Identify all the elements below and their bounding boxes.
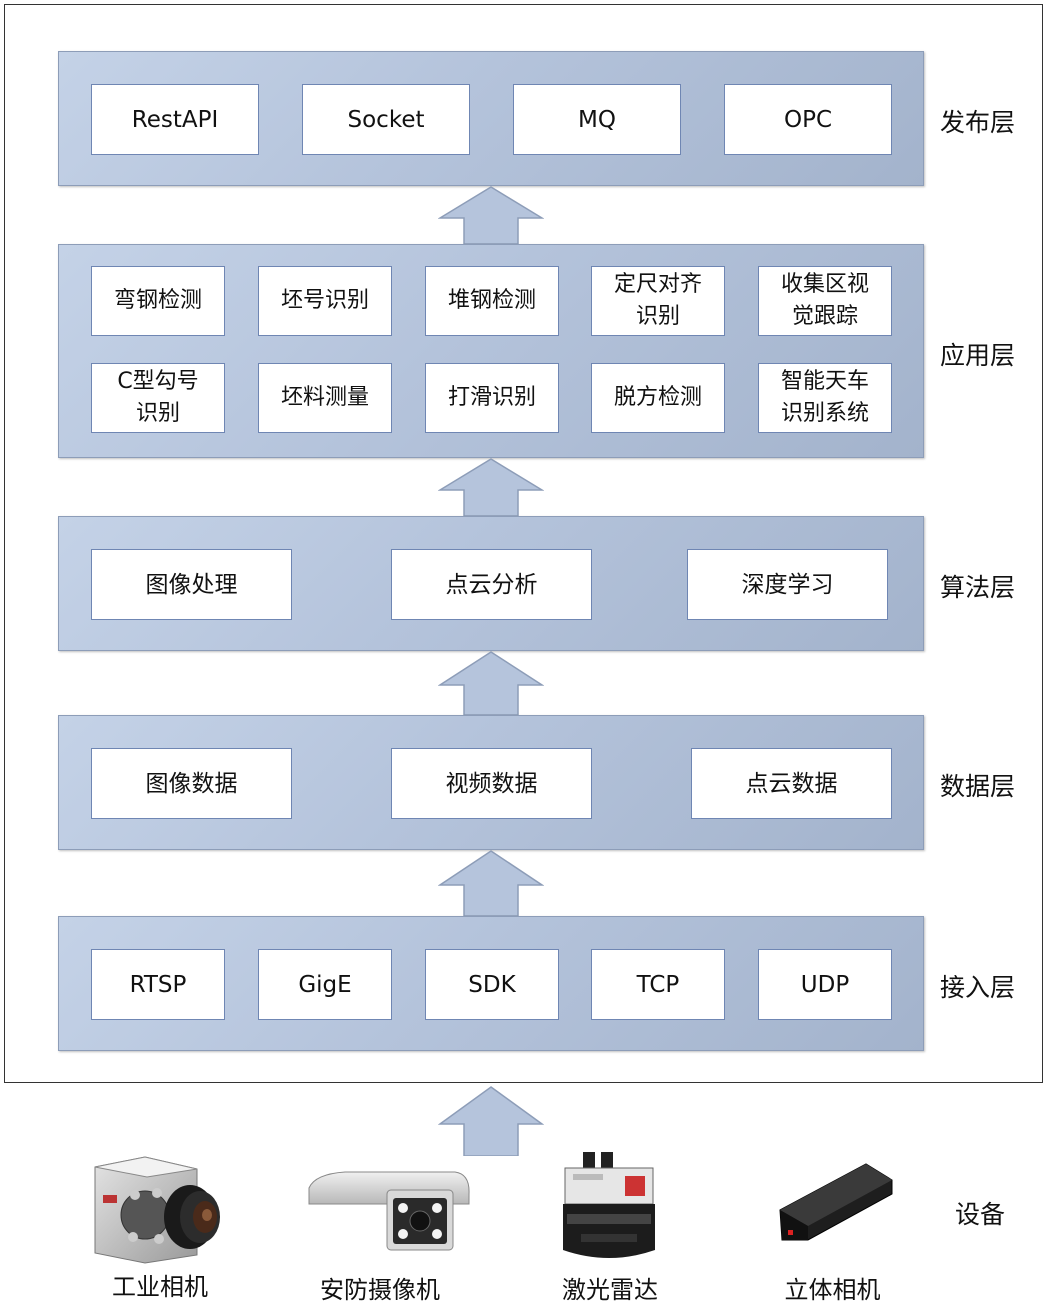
arrow-up-icon bbox=[438, 458, 544, 516]
device-label: 立体相机 bbox=[784, 1276, 881, 1304]
access-item-udp: UDP bbox=[758, 949, 892, 1020]
data-layer: 图像数据 视频数据 点云数据 bbox=[58, 715, 924, 850]
algo-item-image-processing: 图像处理 bbox=[91, 549, 292, 620]
app-item-c-hook-recognition: C型勾号 识别 bbox=[91, 363, 225, 433]
device-security-camera: 安防摄像机 bbox=[295, 1160, 485, 1310]
app-item-slip-recognition: 打滑识别 bbox=[425, 363, 559, 433]
app-item-smart-crane-system: 智能天车 识别系统 bbox=[758, 363, 892, 433]
arrow-up-icon bbox=[438, 651, 544, 715]
devices-label: 设备 bbox=[955, 1200, 1006, 1229]
access-layer-label: 接入层 bbox=[940, 973, 1016, 1002]
app-item-billet-id-recognition: 坯号识别 bbox=[258, 266, 392, 336]
app-item-bent-steel-detection: 弯钢检测 bbox=[91, 266, 225, 336]
app-item-pile-steel-detection: 堆钢检测 bbox=[425, 266, 559, 336]
algo-item-deep-learning: 深度学习 bbox=[687, 549, 888, 620]
arrow-up-icon bbox=[438, 186, 544, 244]
app-item-billet-measurement: 坯料测量 bbox=[258, 363, 392, 433]
security-camera-icon bbox=[308, 1171, 470, 1251]
device-label: 安防摄像机 bbox=[320, 1276, 440, 1304]
device-label: 工业相机 bbox=[112, 1273, 208, 1301]
app-item-collection-tracking: 收集区视 觉跟踪 bbox=[758, 266, 892, 336]
algorithm-layer: 图像处理 点云分析 深度学习 bbox=[58, 516, 924, 651]
app-item-cut-length-alignment: 定尺对齐 识别 bbox=[591, 266, 725, 336]
device-lidar: 激光雷达 bbox=[545, 1150, 675, 1310]
data-item-image-data: 图像数据 bbox=[91, 748, 292, 819]
access-item-rtsp: RTSP bbox=[91, 949, 225, 1020]
data-item-video-data: 视频数据 bbox=[391, 748, 592, 819]
application-layer: 弯钢检测 坯号识别 堆钢检测 定尺对齐 识别 收集区视 觉跟踪 C型勾号 识别 … bbox=[58, 244, 924, 458]
data-layer-label: 数据层 bbox=[940, 772, 1016, 801]
application-layer-label: 应用层 bbox=[940, 341, 1016, 370]
industrial-camera-icon bbox=[94, 1156, 220, 1264]
access-item-tcp: TCP bbox=[591, 949, 725, 1020]
publish-item-restapi: RestAPI bbox=[91, 84, 259, 155]
stereo-camera-icon bbox=[778, 1163, 892, 1241]
access-item-gige: GigE bbox=[258, 949, 392, 1020]
device-stereo-camera: 立体相机 bbox=[760, 1160, 905, 1310]
device-industrial-camera: 工业相机 bbox=[85, 1155, 235, 1305]
arrow-up-icon bbox=[438, 850, 544, 916]
lidar-icon bbox=[563, 1152, 655, 1258]
device-label: 激光雷达 bbox=[562, 1276, 658, 1304]
algo-item-point-cloud-analysis: 点云分析 bbox=[391, 549, 592, 620]
arrow-up-icon bbox=[438, 1086, 544, 1156]
publish-item-opc: OPC bbox=[724, 84, 892, 155]
publish-layer: RestAPI Socket MQ OPC bbox=[58, 51, 924, 186]
publish-item-mq: MQ bbox=[513, 84, 681, 155]
publish-layer-label: 发布层 bbox=[940, 108, 1016, 137]
algorithm-layer-label: 算法层 bbox=[940, 573, 1016, 602]
data-item-point-cloud-data: 点云数据 bbox=[691, 748, 892, 819]
access-layer: RTSP GigE SDK TCP UDP bbox=[58, 916, 924, 1051]
app-item-off-square-detection: 脱方检测 bbox=[591, 363, 725, 433]
access-item-sdk: SDK bbox=[425, 949, 559, 1020]
publish-item-socket: Socket bbox=[302, 84, 470, 155]
